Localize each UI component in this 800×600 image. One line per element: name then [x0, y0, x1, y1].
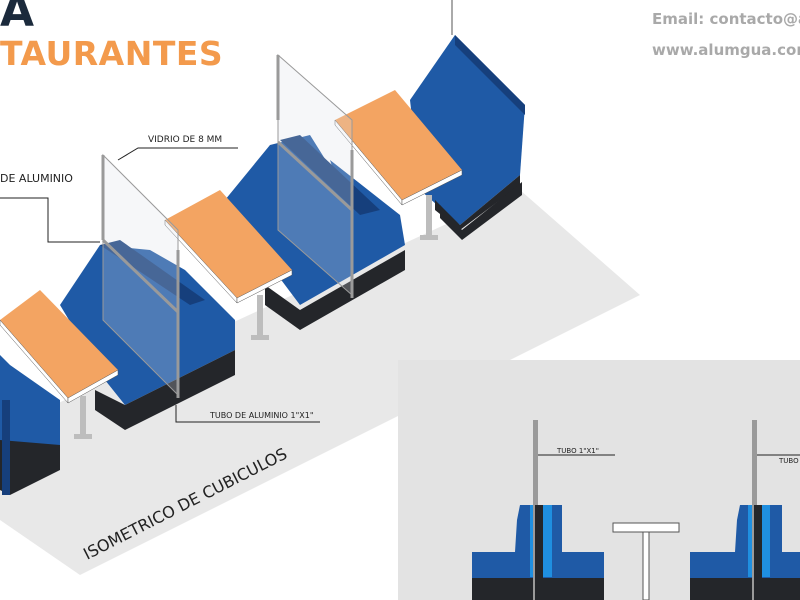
callout-glass: VIDRIO DE 8 MM [117, 135, 238, 161]
callout-tube-right: TUBO [757, 454, 800, 465]
elevation-bench-right [690, 420, 800, 600]
label-aluminum-tube: TUBO DE ALUMINIO 1"X1" [209, 411, 314, 420]
callout-aluminum-tube: TUBO DE ALUMINIO 1"X1" [175, 405, 320, 423]
booth-edge-left [0, 355, 60, 495]
contact-email[interactable]: Email: contacto@a [652, 10, 800, 28]
table-middle [164, 190, 293, 340]
title-line-1: A [0, 0, 35, 37]
table-front [0, 290, 119, 439]
isometric-floor [0, 190, 640, 575]
title-line-2: TAURANTES [0, 34, 224, 73]
contact-website[interactable]: www.alumgua.com [652, 41, 800, 59]
label-glass: VIDRIO DE 8 MM [148, 135, 222, 145]
label-aluminum-frame: DE ALUMINIO [0, 172, 73, 185]
callout-aluminum-frame: DE ALUMINIO [0, 172, 100, 243]
label-tube-right: TUBO [778, 457, 799, 465]
label-tube-left: TUBO 1"X1" [556, 447, 599, 455]
glass-divider-middle [276, 53, 354, 298]
elevation-bench-left [472, 420, 604, 600]
callout-tube-left: TUBO 1"X1" [538, 447, 615, 456]
elevation-table [612, 522, 680, 600]
glass-divider-front [101, 153, 180, 398]
